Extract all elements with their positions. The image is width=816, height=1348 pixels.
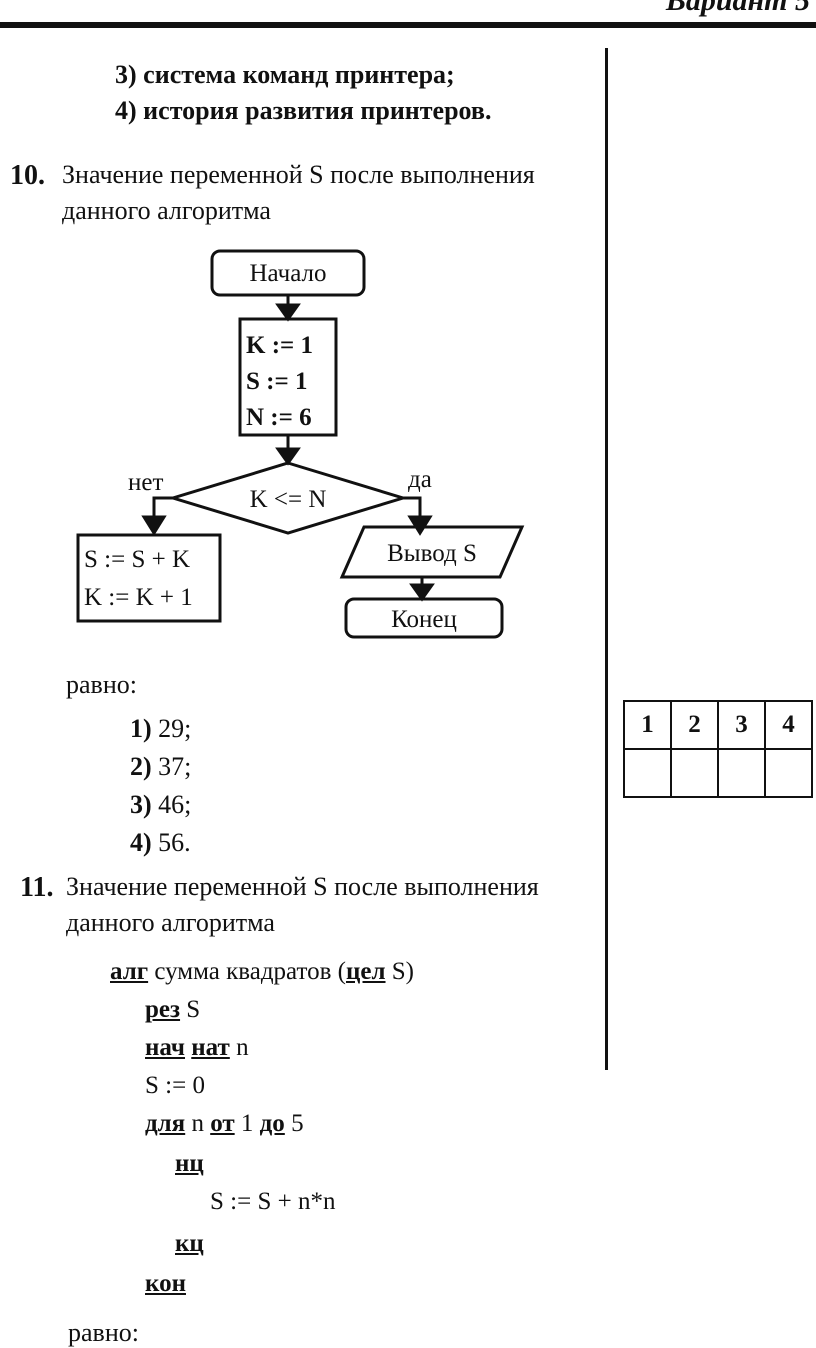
flowchart-body-node [76,533,222,623]
flowchart-no-label: нет [128,469,163,496]
q10-option-1: 1) 29; [130,714,192,743]
code-keyword: нат [191,1034,230,1061]
variant-header: Вариант 5 [665,0,810,17]
q10-option-3: 3) 46; [130,790,192,819]
code-line-9: кон [145,1270,186,1298]
code-keyword: цел [345,958,386,985]
flowchart-end-label: Конец [391,606,457,633]
q10-number: 10. [10,160,45,191]
q11-number: 11. [20,872,54,903]
column-divider [605,48,608,1070]
answer-cell-4[interactable] [764,748,813,798]
q11-equals: равно: [68,1318,139,1347]
flowchart-init-line-2: S := 1 [246,368,307,395]
code-line-6: нц [175,1150,204,1178]
flowchart-output-node [339,525,525,579]
code-keyword: кон [145,1270,186,1297]
answer-table-input-row [623,748,813,798]
flowchart-decision-node [167,461,409,535]
q11-text-line1: Значение переменной S после выполнения [66,872,539,901]
code-line-5: для n от 1 до 5 [145,1110,304,1137]
code-keyword: нач [145,1034,186,1061]
flowchart-init-line-3: N := 6 [246,404,312,431]
code-line-1: алг сумма квадратов (цел S) [110,958,414,985]
flowchart-condition-label: K <= N [250,486,327,513]
answer-cell-3[interactable] [717,748,766,798]
code-line-4: S := 0 [145,1072,205,1099]
q10-text-line1: Значение переменной S после выполнения [62,160,535,189]
code-keyword: до [259,1110,285,1137]
flowchart: Начало K := 1 S := 1 N := 6 K <= N нет д… [76,249,525,639]
flowchart-yes-label: да [408,466,432,493]
code-line-7: S := S + n*n [210,1188,336,1215]
q10-text-line2: данного алгоритма [62,196,271,225]
q9-option-4: 4) история развития принтеров. [115,96,492,125]
code-keyword: кц [175,1230,204,1257]
answer-cell-2[interactable] [670,748,719,798]
answer-cell-1[interactable] [623,748,672,798]
q9-option-3: 3) система команд принтера; [115,60,455,89]
flowchart-start-label: Начало [249,260,326,287]
flowchart-body-line-1: S := S + K [84,546,190,573]
flowchart-init-line-1: K := 1 [246,332,313,359]
q10-option-4: 4) 56. [130,828,191,857]
flowchart-end-node [344,597,504,639]
flowchart-output-label: Вывод S [387,540,477,567]
q11-text-line2: данного алгоритма [66,908,275,937]
q10-equals: равно: [66,670,137,699]
answer-table: 1 2 3 4 [623,700,813,798]
top-rule [0,22,816,28]
answer-header-3: 3 [717,700,766,750]
answer-table-header-row: 1 2 3 4 [623,700,813,750]
code-keyword: нц [175,1150,204,1177]
code-line-2: рез S [145,996,201,1023]
q10-option-2: 2) 37; [130,752,192,781]
answer-header-2: 2 [670,700,719,750]
code-keyword: для [145,1110,186,1137]
answer-header-1: 1 [623,700,672,750]
code-keyword: от [210,1110,235,1137]
flowchart-body-line-2: K := K + 1 [84,584,193,611]
code-line-8: кц [175,1230,204,1258]
code-line-3: нач нат n [145,1034,249,1061]
answer-header-4: 4 [764,700,813,750]
code-keyword: рез [145,996,181,1023]
code-keyword: алг [110,958,149,985]
